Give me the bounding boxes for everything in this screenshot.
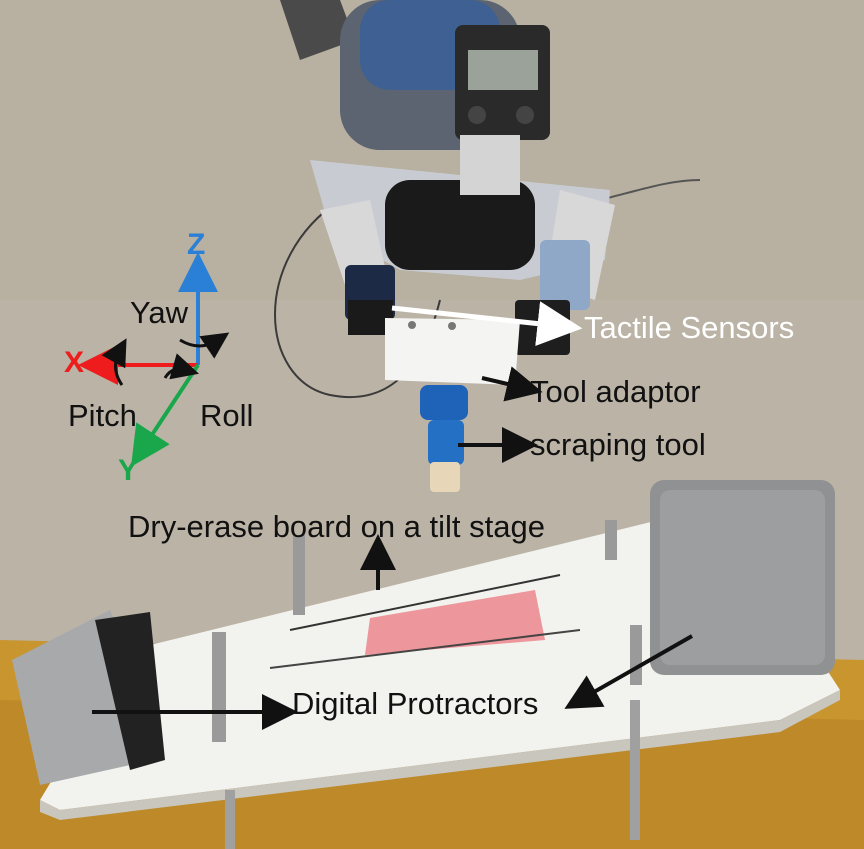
tactile-sensors-arrow	[391, 301, 583, 346]
tool-adaptor	[385, 318, 520, 385]
scraping-tool	[420, 385, 468, 420]
yaw-label: Yaw	[130, 295, 189, 330]
pitch-label: Pitch	[68, 398, 137, 433]
gripper-body	[385, 180, 535, 270]
roll-rotation-arrow	[163, 353, 199, 380]
yaw-rotation-arrow	[179, 332, 230, 359]
roll-label: Roll	[200, 398, 254, 433]
ink-smear	[365, 590, 545, 655]
tactile-sensors-label: Tactile Sensors	[584, 310, 795, 345]
y-axis-label: Y	[118, 454, 139, 487]
board-label: Dry-erase board on a tilt stage	[128, 509, 545, 544]
x-axis-label: X	[64, 346, 85, 379]
z-axis-label: Z	[187, 228, 206, 261]
pitch-rotation-arrow	[101, 338, 127, 386]
protractors-label: Digital Protractors	[292, 686, 539, 721]
tactile-sensor-right	[540, 240, 590, 310]
protractor-right-arrow	[564, 634, 693, 709]
scraping-tool-label: scraping tool	[530, 427, 706, 462]
tool-adaptor-arrow	[481, 366, 543, 402]
tool-adaptor-label: Tool adaptor	[530, 374, 701, 409]
y-axis-arrow	[130, 363, 200, 467]
